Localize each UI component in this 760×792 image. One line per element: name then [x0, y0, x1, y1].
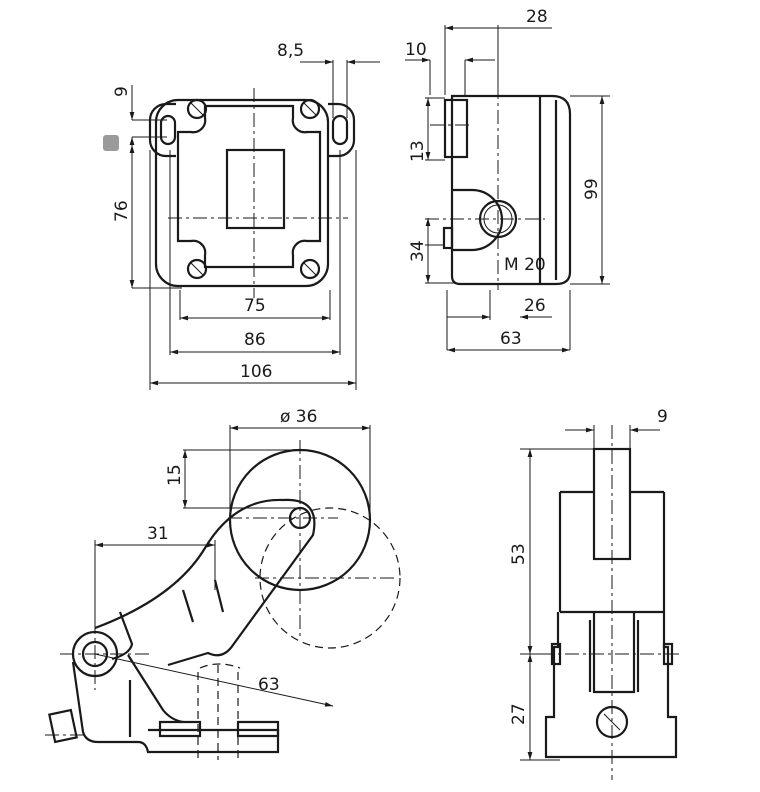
image-icon [103, 135, 119, 151]
dim-roller-width: 9 [657, 407, 668, 427]
dim-radius-63: 63 [258, 675, 280, 695]
dim-31: 31 [147, 524, 169, 544]
dim-63: 63 [500, 329, 522, 349]
dim-53: 53 [509, 543, 529, 565]
side-view: 28 10 13 99 34 M 20 26 63 [405, 7, 610, 353]
dim-height-76: 76 [112, 200, 132, 222]
thread-label: M 20 [504, 255, 546, 275]
dim-99: 99 [582, 178, 602, 200]
dim-27: 27 [509, 703, 529, 725]
dim-roller-diameter: ø 36 [280, 407, 317, 427]
dim-34: 34 [408, 240, 428, 262]
lever-view: ø 36 15 31 63 [45, 407, 401, 762]
dim-10: 10 [405, 40, 427, 60]
dim-tab-width: 8,5 [277, 41, 304, 61]
dim-13: 13 [408, 140, 428, 162]
front-view: 8,5 9 76 75 86 106 [112, 41, 380, 390]
dim-86: 86 [244, 330, 266, 350]
dim-106: 106 [240, 362, 272, 382]
dim-28: 28 [526, 7, 548, 27]
dim-15: 15 [165, 464, 185, 486]
dim-slot: 9 [112, 86, 132, 97]
dim-26: 26 [524, 296, 546, 316]
dim-75: 75 [244, 296, 266, 316]
end-view: 9 53 27 [509, 407, 680, 780]
